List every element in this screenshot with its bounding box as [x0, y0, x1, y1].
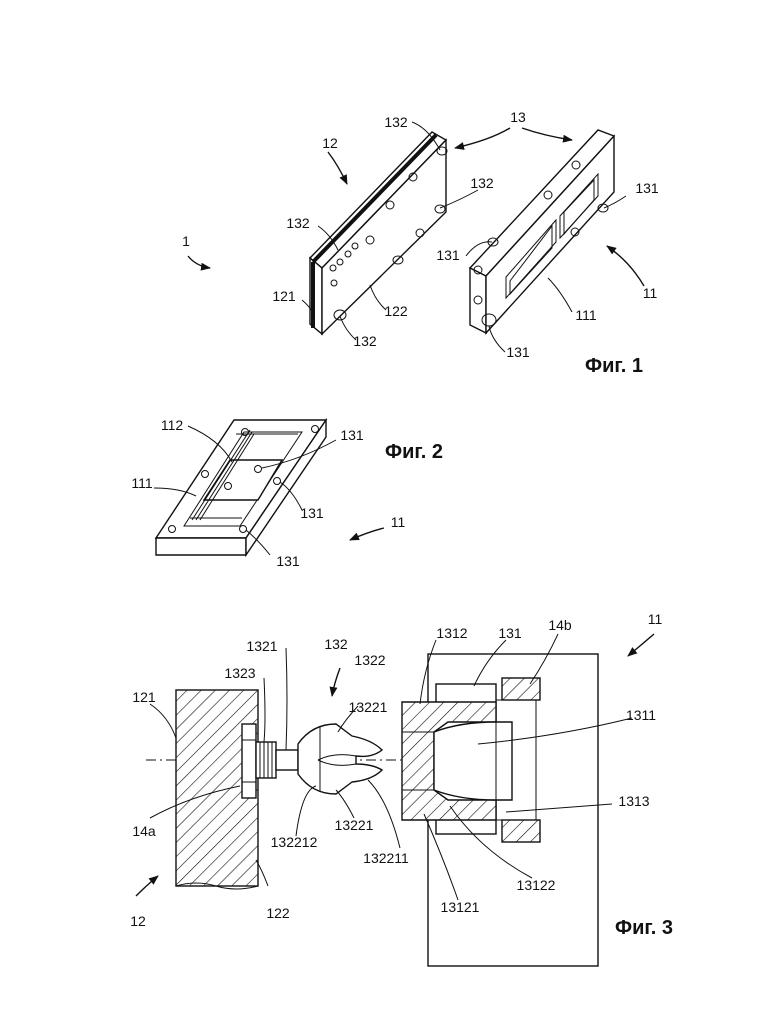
frame-11	[470, 130, 614, 333]
label-head-part-top: 13221	[349, 699, 388, 715]
label-pin: 132	[324, 636, 348, 652]
label-plate-edge: 121	[132, 689, 156, 705]
label-frame: 11	[648, 611, 663, 627]
label-socket-groove: 1313	[618, 793, 649, 809]
label-head-base: 132212	[271, 834, 318, 850]
label-socket-wall-a: 13121	[441, 899, 480, 915]
figure-3: 121 14a 12 122 1321 132 1323 1322 13221 …	[130, 611, 673, 966]
label-plate-face: 122	[266, 905, 290, 921]
label-fastener-left: 132	[286, 215, 310, 231]
label-socket: 131	[498, 625, 522, 641]
label-frame: 11	[643, 285, 658, 301]
label-socket-b: 131	[300, 505, 324, 521]
plate-12	[310, 132, 447, 334]
caption-fig2: Фиг. 2	[385, 441, 443, 463]
label-socket-c: 131	[276, 553, 300, 569]
label-fastener-top: 132	[384, 114, 408, 130]
caption-fig3: Фиг. 3	[615, 917, 673, 939]
label-plate: 12	[130, 913, 146, 929]
caption-fig1: Фиг. 1	[585, 355, 643, 377]
label-socket-a: 131	[340, 427, 364, 443]
label-frame-opening: 111	[575, 307, 596, 323]
label-head-part-bottom: 13221	[335, 817, 374, 833]
label-fastener-right: 132	[470, 175, 494, 191]
label-frame: 11	[391, 514, 406, 530]
label-head-tip: 132211	[363, 850, 409, 866]
plate-12-section	[176, 690, 258, 889]
label-socket-wall-b: 13122	[517, 877, 556, 893]
figure-2: 112 131 111 131 11 131 Фиг. 2	[131, 417, 443, 569]
label-socket-body: 1312	[436, 625, 467, 641]
label-insert: 14b	[548, 617, 572, 633]
label-washer: 14a	[132, 823, 156, 839]
label-opening: 111	[131, 475, 152, 491]
label-socket-bottom: 131	[506, 344, 530, 360]
label-fasteners-group: 13	[510, 109, 526, 125]
label-plate-face: 122	[384, 303, 408, 319]
pin-132	[256, 724, 382, 794]
label-head: 1322	[354, 652, 385, 668]
label-socket-top: 131	[635, 180, 659, 196]
label-socket-mid: 131	[436, 247, 460, 263]
figure-1: 13 132 12 132 132 1 121 122 132 131 131 …	[182, 109, 659, 377]
label-shaft: 1321	[246, 638, 277, 654]
label-socket-cavity: 1311	[626, 707, 656, 723]
label-plate-edge: 121	[272, 288, 296, 304]
label-divider: 112	[161, 417, 184, 433]
frame-11-top-view	[156, 420, 326, 555]
label-thread: 1323	[224, 665, 255, 681]
label-fastener-bottom: 132	[353, 333, 377, 349]
label-plate: 12	[322, 135, 338, 151]
label-assembly: 1	[182, 233, 190, 249]
